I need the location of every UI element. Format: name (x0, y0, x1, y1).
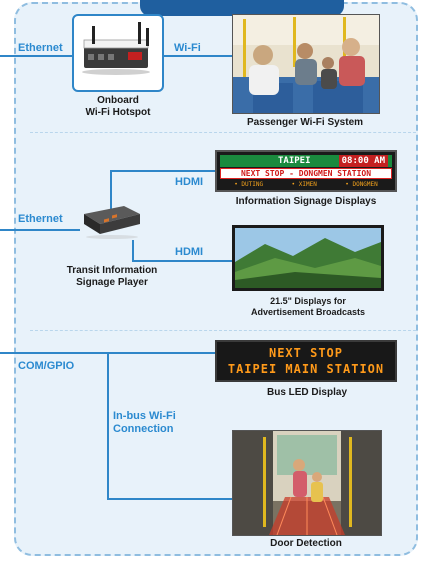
section-divider (30, 132, 416, 133)
signage-player-caption-line: Signage Player (76, 277, 148, 288)
media-player-icon (84, 206, 140, 239)
hotspot-caption-line: Onboard (97, 95, 139, 106)
ethernet-label: Ethernet (18, 42, 63, 54)
in-bus-wifi-line-horizontal (107, 498, 232, 500)
hdmi-label: HDMI (175, 246, 204, 258)
wifi-label: Wi-Fi (174, 42, 201, 54)
info-signage-caption: Information Signage Displays (235, 196, 377, 207)
information-signage-display: TAIPEI 08:00 AM NEXT STOP - DONGMEN STAT… (215, 150, 397, 192)
ethernet-label: Ethernet (18, 213, 63, 225)
passenger-wifi-caption: Passenger Wi-Fi System (246, 117, 364, 128)
signage-stops-row: • DUTING • XIMEN • DONGMEN (220, 180, 392, 190)
bus-led-display: NEXT STOP TAIPEI MAIN STATION (215, 340, 397, 382)
door-detection-photo (232, 430, 382, 536)
router-icon (82, 22, 150, 75)
signage-player-caption: Transit Information Signage Player (44, 265, 180, 289)
advertisement-caption-line: 21.5" Displays for (270, 296, 346, 306)
advertisement-display (232, 225, 384, 291)
door-detection-caption: Door Detection (270, 538, 342, 549)
advertisement-caption-line: Advertisement Broadcasts (250, 307, 366, 317)
header-tab (140, 0, 344, 16)
mountain-landscape-image (235, 228, 381, 288)
wifi-line (164, 55, 232, 57)
section-divider (30, 330, 416, 331)
ethernet-line-mid (0, 229, 80, 231)
in-bus-wifi-label: Connection (113, 423, 174, 435)
hdmi-line-vertical (110, 170, 112, 214)
signage-player-device (78, 200, 142, 240)
signage-stop: • DUTING (234, 181, 264, 188)
bus-led-caption: Bus LED Display (266, 387, 348, 398)
signage-player-caption-line: Transit Information (66, 265, 158, 276)
hotspot-caption-line: Wi-Fi Hotspot (85, 107, 151, 118)
ethernet-line-top (0, 55, 72, 57)
signage-stop: • XIMEN (291, 181, 317, 188)
passenger-wifi-photo (232, 14, 380, 114)
signage-next-stop: NEXT STOP - DONGMEN STATION (220, 168, 392, 179)
hdmi-line-mid (132, 260, 232, 262)
in-bus-wifi-label: In-bus Wi-Fi (113, 410, 176, 422)
led-line: TAIPEI MAIN STATION (227, 362, 385, 376)
wifi-hotspot-device (72, 14, 164, 92)
hdmi-line-mid-vertical (132, 240, 134, 260)
signage-city: TAIPEI (278, 156, 311, 166)
bus-passengers-image (233, 15, 379, 113)
advertisement-caption: 21.5" Displays for Advertisement Broadca… (218, 296, 398, 318)
signage-header-row: TAIPEI 08:00 AM (220, 155, 392, 167)
com-gpio-label: COM/GPIO (18, 360, 75, 372)
hdmi-line-top (110, 170, 215, 172)
hotspot-caption: Onboard Wi-Fi Hotspot (64, 95, 172, 119)
signage-time: 08:00 AM (338, 155, 388, 167)
hdmi-label: HDMI (175, 176, 204, 188)
in-bus-wifi-line-vertical (107, 352, 109, 500)
led-line: NEXT STOP (268, 346, 344, 360)
bus-door-image (233, 431, 381, 535)
signage-stop: • DONGMEN (345, 181, 378, 188)
